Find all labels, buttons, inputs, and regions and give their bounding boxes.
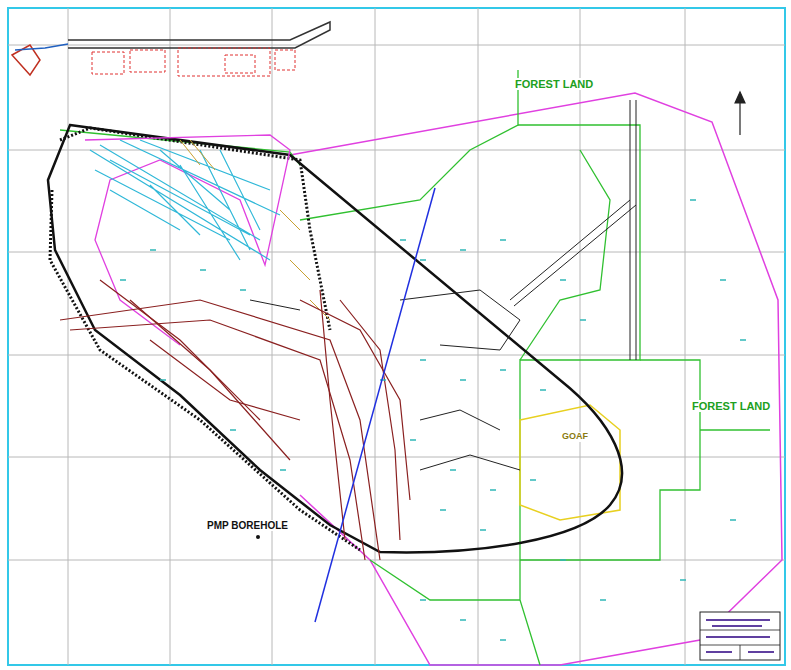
dump-hatching-2 bbox=[180, 140, 330, 320]
spot-heights bbox=[120, 200, 746, 640]
borehole-mark bbox=[256, 535, 260, 539]
map-label: FOREST LAND bbox=[513, 78, 595, 90]
contour-lines bbox=[60, 280, 410, 560]
forest-boundary bbox=[60, 70, 770, 665]
grid bbox=[8, 8, 785, 665]
map-label: FOREST LAND bbox=[690, 400, 772, 412]
north-arrow bbox=[735, 92, 745, 135]
title-block bbox=[700, 612, 780, 660]
railway bbox=[510, 100, 636, 360]
map-label: PMP BOREHOLE bbox=[205, 520, 290, 531]
dump-hatching bbox=[90, 140, 280, 260]
map-label: GOAF bbox=[560, 432, 590, 442]
sheet-border bbox=[8, 8, 785, 665]
section-line bbox=[315, 188, 435, 622]
pit-outline bbox=[48, 125, 622, 552]
road-buildings bbox=[12, 22, 330, 76]
goaf-area bbox=[520, 405, 620, 520]
bench-hatching bbox=[50, 128, 360, 550]
lease-boundary bbox=[290, 93, 782, 665]
inner-boundary bbox=[85, 135, 290, 345]
